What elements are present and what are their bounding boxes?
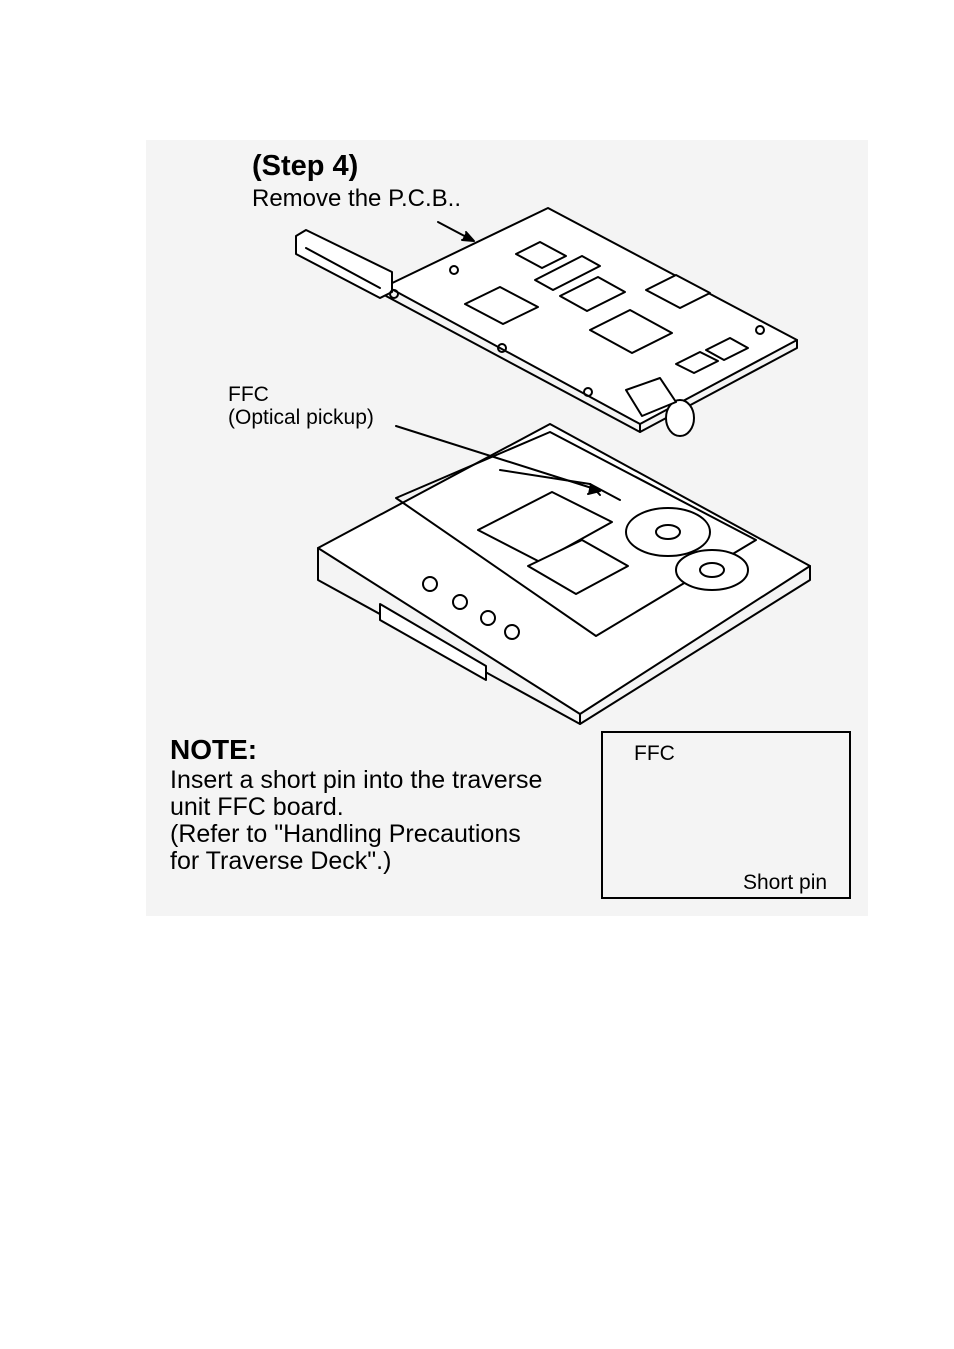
ffc-pointer-arrow bbox=[395, 425, 599, 491]
note-line: for Traverse Deck".) bbox=[170, 847, 392, 875]
inset-ffc-label: FFC bbox=[634, 742, 675, 765]
pcb-board bbox=[295, 207, 798, 437]
step-instruction: Remove the P.C.B.. bbox=[252, 185, 461, 212]
ffc-sublabel: (Optical pickup) bbox=[228, 406, 374, 429]
traverse-deck bbox=[317, 423, 811, 725]
ffc-label: FFC bbox=[228, 383, 269, 406]
inset-box bbox=[601, 731, 851, 899]
step-title: (Step 4) bbox=[252, 150, 359, 182]
note-line: unit FFC board. bbox=[170, 793, 344, 821]
note-line: (Refer to "Handling Precautions bbox=[170, 820, 521, 848]
note-title: NOTE: bbox=[170, 734, 258, 765]
note-line: Insert a short pin into the traverse bbox=[170, 766, 543, 794]
inset-short-pin-label: Short pin bbox=[743, 871, 828, 894]
